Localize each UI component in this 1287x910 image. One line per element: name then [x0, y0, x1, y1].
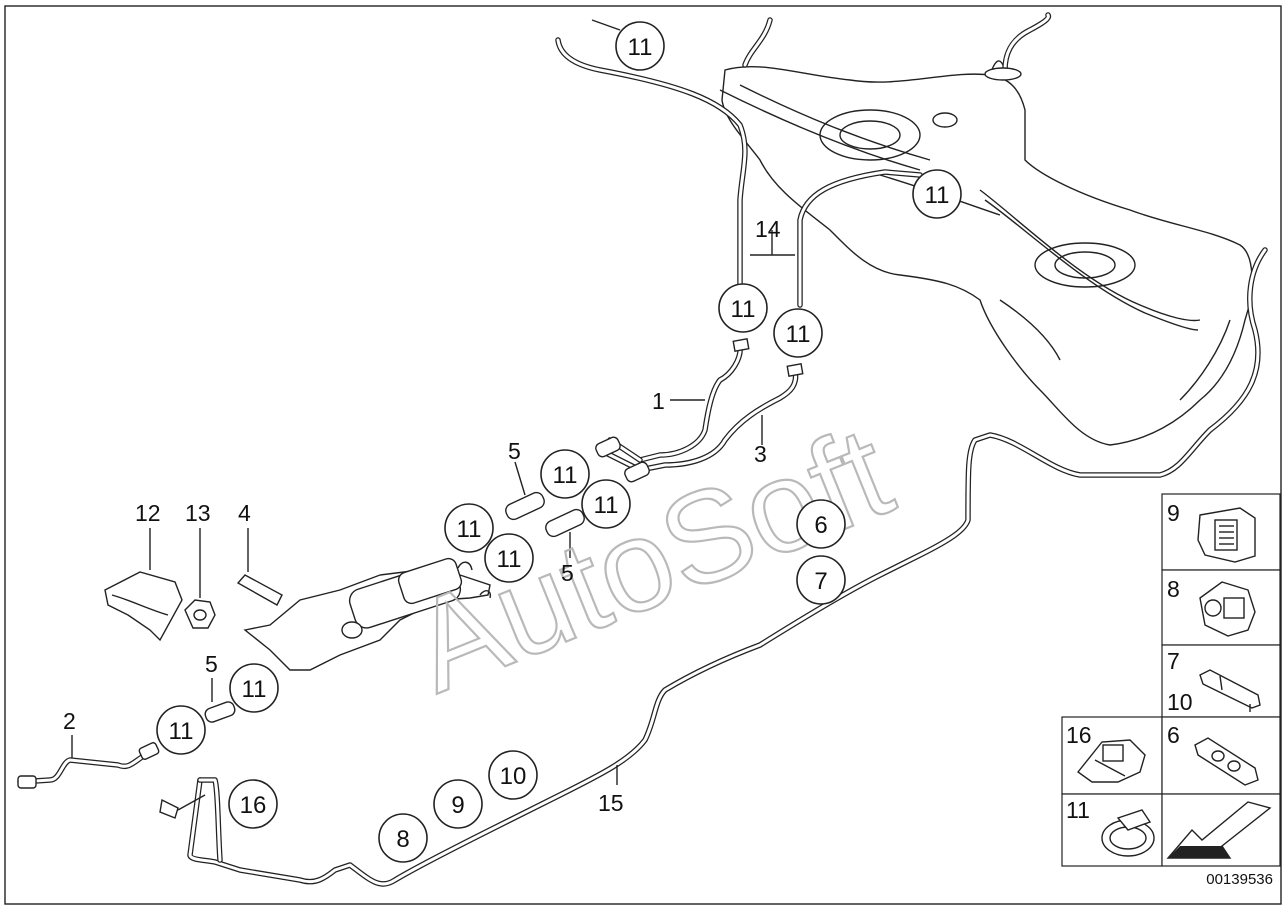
callout-8[interactable]: 8	[378, 813, 428, 863]
callout-7[interactable]: 7	[796, 555, 846, 605]
callout-11[interactable]: 11	[484, 533, 534, 583]
svg-text:8: 8	[396, 826, 409, 853]
part-12	[104, 528, 183, 642]
legend-panel-16[interactable]: 16	[1061, 716, 1163, 795]
callout-11[interactable]: 11	[540, 449, 590, 499]
svg-text:11: 11	[553, 462, 578, 489]
label-1[interactable]: 1	[652, 388, 665, 414]
label-5[interactable]: 5	[561, 560, 574, 586]
callout-10[interactable]: 10	[488, 750, 538, 800]
fuel-line-15	[159, 247, 1268, 887]
callout-9[interactable]: 9	[433, 779, 483, 829]
svg-text:11: 11	[628, 34, 653, 61]
svg-text:7: 7	[1167, 648, 1180, 674]
svg-text:6: 6	[1167, 722, 1180, 748]
callout-11[interactable]: 11	[912, 169, 962, 219]
legend-panels: 9 8 7 10 16	[1061, 493, 1281, 867]
svg-text:9: 9	[1167, 500, 1180, 526]
svg-text:11: 11	[594, 492, 619, 519]
svg-text:11: 11	[925, 182, 950, 209]
part-4	[236, 528, 283, 606]
label-14[interactable]: 14	[755, 216, 781, 242]
callout-16[interactable]: 16	[228, 779, 278, 829]
legend-panel-8[interactable]: 8	[1161, 569, 1281, 646]
legend-panel-6[interactable]: 6	[1161, 716, 1281, 795]
label-5[interactable]: 5	[205, 651, 218, 677]
part-labels: 1 3 14 5 5 12 13 4 5 2 15	[63, 216, 781, 816]
svg-text:10: 10	[1167, 689, 1193, 715]
fuel-line-2	[17, 678, 236, 789]
fuel-line-1-and-3	[595, 338, 804, 483]
reference-number: 00139536	[1206, 871, 1273, 888]
label-15[interactable]: 15	[598, 790, 624, 816]
callout-11[interactable]: 11	[444, 503, 494, 553]
label-3[interactable]: 3	[754, 441, 767, 467]
callout-11[interactable]: 11	[229, 663, 279, 713]
callout-11[interactable]: 11	[718, 283, 768, 333]
callout-11[interactable]: 11	[773, 308, 823, 358]
fuel-tank	[719, 12, 1253, 446]
svg-text:16: 16	[240, 792, 267, 819]
legend-panel-11[interactable]: 11	[1061, 793, 1163, 867]
svg-text:9: 9	[451, 792, 464, 819]
legend-arrow-icon[interactable]	[1161, 793, 1281, 867]
svg-text:10: 10	[500, 763, 527, 790]
callout-11[interactable]: 11	[615, 21, 665, 71]
label-5[interactable]: 5	[508, 438, 521, 464]
label-2[interactable]: 2	[63, 708, 76, 734]
svg-text:11: 11	[786, 321, 811, 348]
callouts: 11 11 11 11 11 11 11 11 11 11 6 7 10 9 8…	[156, 21, 962, 863]
svg-text:11: 11	[242, 676, 267, 703]
part-13	[184, 528, 216, 629]
label-4[interactable]: 4	[238, 500, 251, 526]
svg-text:11: 11	[1066, 797, 1090, 823]
svg-text:11: 11	[731, 296, 756, 323]
svg-text:8: 8	[1167, 576, 1180, 602]
legend-panel-9[interactable]: 9	[1161, 493, 1281, 571]
label-13[interactable]: 13	[185, 500, 211, 526]
fuel-line-14	[555, 19, 923, 308]
svg-text:6: 6	[814, 512, 827, 539]
svg-text:11: 11	[169, 718, 194, 745]
svg-text:16: 16	[1066, 722, 1092, 748]
fuel-filter-assembly	[243, 557, 492, 671]
hoses-5	[505, 461, 585, 558]
label-12[interactable]: 12	[135, 500, 161, 526]
svg-text:11: 11	[497, 546, 522, 573]
callout-11[interactable]: 11	[156, 705, 206, 755]
svg-text:7: 7	[814, 568, 827, 595]
svg-text:11: 11	[457, 516, 482, 543]
callout-11[interactable]: 11	[581, 479, 631, 529]
diagram-frame	[4, 5, 1282, 905]
callout-6[interactable]: 6	[796, 499, 846, 549]
legend-panel-7-10[interactable]: 7 10	[1161, 644, 1281, 718]
